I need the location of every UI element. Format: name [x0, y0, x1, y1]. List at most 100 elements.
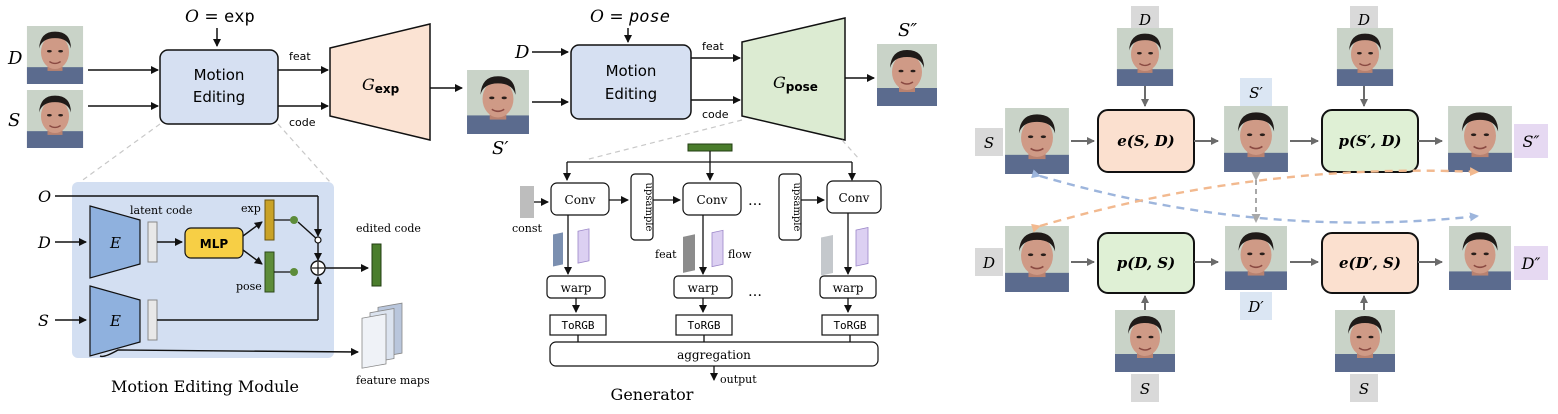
aggregation-label: aggregation [677, 348, 751, 362]
exp-label: exp [241, 202, 261, 215]
pose-label: pose [236, 280, 262, 293]
module-input-s: S [38, 311, 49, 330]
face-sprime [1223, 106, 1289, 172]
feat-flow-pair-1 [553, 228, 590, 267]
feature-maps-stack [361, 302, 403, 369]
driving-face-image [26, 26, 84, 84]
conv-box-2 [682, 182, 742, 216]
label-s-top-bg [975, 128, 1003, 156]
warp-label-2: warp [688, 281, 719, 295]
const-block [520, 186, 534, 218]
conv-label-2: Conv [697, 193, 728, 207]
g-pose-label: Gpose [773, 73, 818, 94]
latent-bar-bottom [147, 299, 158, 341]
torgb-label-2: ToRGB [687, 319, 720, 332]
label-sprime-bg [1240, 78, 1272, 106]
pipeline-section: D S O = exp Motion Editing feat code Gex… [7, 7, 938, 183]
label-d-top2: D [1357, 11, 1370, 29]
label-s-bottom1-bg [1131, 374, 1159, 402]
arrow-mlp-to-exp [242, 221, 263, 237]
upsample-label-1: upsample [643, 183, 654, 232]
op1-label: O = exp [185, 7, 255, 27]
label-s-bottom1: S [1140, 380, 1150, 398]
arrow-mlp-to-pose [242, 249, 263, 265]
warp-label-1: warp [561, 281, 592, 295]
output-face-image [876, 44, 938, 106]
latent-code-label: latent code [130, 204, 192, 217]
face-sdoubleprime [1447, 106, 1513, 172]
motion-editing-1-line2: Editing [193, 88, 245, 106]
warp-label-3: warp [833, 281, 864, 295]
exp-switch-node [290, 216, 298, 224]
code-label-1: code [289, 116, 316, 129]
label-d-bottom-bg [975, 248, 1003, 276]
p-ds-label: p(D, S) [1117, 254, 1175, 272]
conv-box-1 [550, 182, 610, 216]
feat-flow-pair-3 [821, 227, 869, 276]
label-sprime: S′ [1249, 84, 1263, 102]
label-dprime-bg [1240, 292, 1272, 320]
feat-label-gen: feat [655, 248, 677, 261]
flow-label-gen: flow [728, 248, 752, 261]
zoom-line-2a [584, 119, 743, 161]
face-dprime [1224, 226, 1288, 290]
generator-title: Generator [611, 385, 694, 404]
face-s-top [1004, 108, 1070, 174]
upsample-label-2: upsample [791, 183, 802, 232]
face-d-top2 [1336, 28, 1394, 86]
dashed-arrow-orange [1031, 167, 1479, 233]
label-d-bottom: D [982, 254, 995, 272]
e-dps-label: e(D′, S) [1339, 254, 1401, 272]
label-ddprime-bg [1514, 246, 1548, 280]
g-exp-block [329, 23, 431, 141]
const-label: const [512, 222, 543, 235]
g-pose-block [741, 17, 846, 141]
intermediate-face-image [466, 70, 530, 134]
warp-ellipsis: … [748, 284, 762, 300]
edited-code-bar [371, 243, 382, 287]
motion-editing-box-1 [159, 49, 279, 125]
conv-ellipsis: … [748, 193, 762, 209]
label-s-top: S [984, 134, 994, 152]
motion-editing-1-line1: Motion [194, 66, 245, 84]
upsample-box-2 [778, 173, 802, 241]
edited-code-label: edited code [356, 222, 421, 235]
label-sdprime-bg [1514, 124, 1548, 158]
switch-pivot [314, 236, 322, 244]
module-input-o: O [38, 187, 51, 206]
exp-bar [264, 199, 275, 241]
style-input-bar [687, 143, 733, 152]
latent-bar-top [147, 221, 158, 263]
encoder-top-label: E [109, 234, 121, 252]
motion-editing-box-2 [570, 44, 692, 120]
torgb-label-3: ToRGB [833, 319, 866, 332]
pose-bar [264, 251, 275, 293]
feature-map-arrow [99, 347, 359, 358]
switch-arm [297, 221, 319, 241]
zoom-line-1b [277, 123, 331, 183]
face-ddoubleprime [1448, 226, 1512, 290]
module-input-d: D [37, 233, 51, 252]
face-s-bottom1 [1114, 310, 1176, 372]
torgb-label-1: ToRGB [561, 319, 594, 332]
label-s-bottom2-bg [1350, 374, 1378, 402]
encoder-bottom [89, 285, 141, 357]
feat-flow-pair-2 [683, 229, 724, 273]
e-sd-label: e(S, D) [1117, 132, 1175, 150]
op2-label: O = pose [590, 7, 670, 27]
mlp-box [184, 227, 244, 259]
pose-switch-node [290, 268, 298, 276]
s-double-prime-left-label: S″ [898, 20, 917, 41]
zoom-line-2b [841, 139, 861, 161]
motion-editing-2-line1: Motion [606, 62, 657, 80]
feature-maps-label: feature maps [356, 374, 430, 387]
encoder-top [89, 205, 141, 279]
conv-label-1: Conv [565, 193, 596, 207]
label-dprime: D′ [1247, 298, 1264, 316]
zoom-line-1a [79, 123, 161, 183]
cycle-section: S D e(S, D) S′ D p(S′, D) S″ D p(D, S) [975, 6, 1548, 402]
module-title: Motion Editing Module [111, 377, 299, 396]
label-d-top2-bg [1350, 6, 1378, 32]
